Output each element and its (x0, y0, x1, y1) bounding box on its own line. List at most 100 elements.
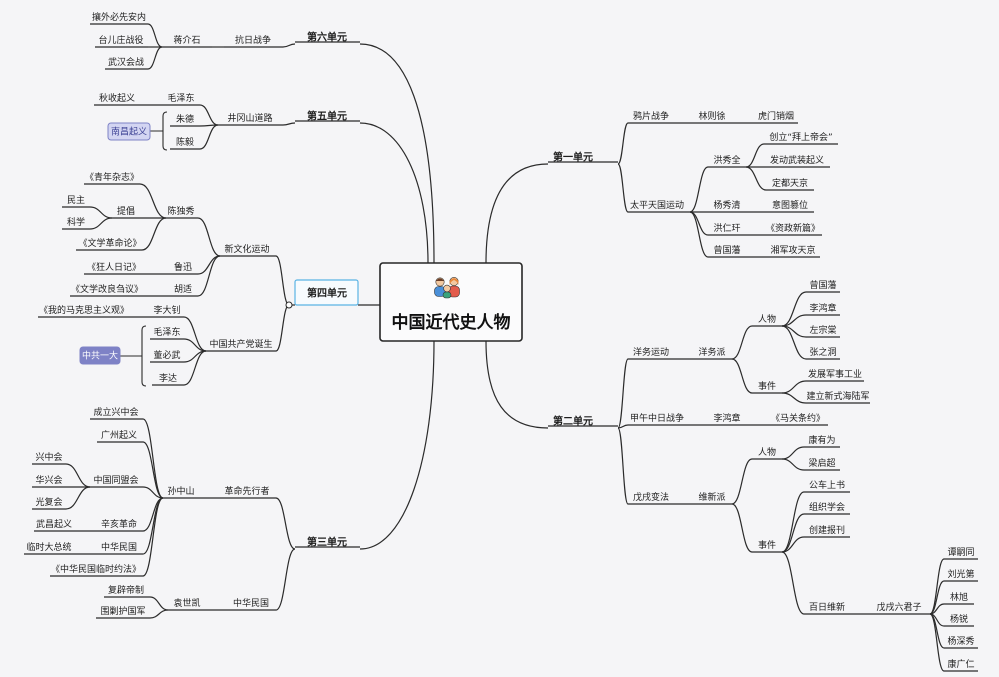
topic-level-2[interactable]: 洋务运动 (628, 346, 676, 360)
topic-level-3[interactable]: 陈独秀 (166, 205, 198, 219)
topic-level-3[interactable]: 李大钊 (150, 304, 184, 318)
topic-level-4[interactable]: 广州起义 (97, 429, 143, 443)
topic-level-3[interactable]: 毛泽东 (150, 326, 184, 340)
collapse-knob[interactable] (285, 301, 293, 309)
topic-level-2[interactable]: 革命先行者 (220, 485, 276, 499)
topic-level-3[interactable]: 胡适 (168, 283, 198, 297)
topic-level-4[interactable]: 复辟帝制 (104, 584, 150, 598)
topic-level-7[interactable]: 林旭 (944, 591, 974, 605)
topic-level-5[interactable]: 临时大总统 (24, 541, 74, 555)
topic-level-4[interactable]: 攘外必先安内 (90, 11, 148, 25)
topic-level-2[interactable]: 中华民国 (228, 597, 276, 611)
topic-level-4[interactable]: 事件 (752, 380, 782, 394)
topic-level-4[interactable]: 湘军攻天京 (766, 244, 820, 258)
topic-level-2[interactable]: 甲午中日战争 (628, 412, 690, 426)
topic-level-4[interactable]: 《青年杂志》 (84, 171, 140, 185)
topic-level-2[interactable]: 抗日战争 (224, 34, 283, 48)
topic-level-7[interactable]: 康广仁 (944, 658, 978, 672)
topic-level-4[interactable]: 《狂人日记》 (84, 262, 144, 275)
topic-level-4[interactable]: 《资政新篇》 (764, 222, 822, 236)
topic-level-7[interactable]: 谭嗣同 (944, 547, 978, 560)
topic-level-5[interactable]: 科学 (62, 216, 90, 230)
topic-level-5[interactable]: 武昌起义 (34, 518, 74, 532)
connector-line (183, 338, 207, 352)
central-topic[interactable]: 中国近代史人物 (379, 262, 523, 342)
topic-level-5[interactable]: 发展军事工业 (806, 368, 864, 382)
topic-level-3[interactable]: 曾国藩 (708, 244, 746, 258)
topic-level-3[interactable]: 蒋介石 (162, 34, 212, 48)
unit-topic[interactable]: 第三单元 (295, 536, 360, 549)
topic-level-4[interactable]: 发动武装起义 (766, 154, 830, 168)
topic-level-4[interactable]: 《我的马克思主义观》 (38, 304, 130, 318)
topic-level-4[interactable]: 人物 (752, 313, 782, 327)
topic-level-3[interactable]: 洋务派 (694, 346, 732, 360)
unit-topic[interactable]: 第六单元 (295, 31, 360, 44)
topic-level-2[interactable]: 井冈山道路 (218, 112, 283, 126)
topic-level-3[interactable]: 杨秀清 (708, 199, 746, 213)
topic-level-4[interactable]: 《中华民国临时约法》 (50, 563, 143, 577)
topic-level-2[interactable]: 鸦片战争 (628, 110, 676, 124)
topic-level-5[interactable]: 曾国藩 (806, 279, 840, 293)
topic-level-3[interactable]: 洪秀全 (708, 154, 746, 168)
topic-level-3[interactable]: 陈毅 (170, 136, 200, 150)
connector-line (149, 596, 169, 611)
topic-level-5[interactable]: 康有为 (804, 434, 840, 448)
topic-level-5[interactable]: 李鸿章 (806, 302, 840, 316)
topic-level-5[interactable]: 兴中会 (32, 451, 66, 465)
topic-level-4[interactable]: 辛亥革命 (97, 518, 143, 532)
topic-level-4[interactable]: 中国同盟会 (90, 474, 143, 488)
topic-level-3[interactable]: 李鸿章 (708, 412, 746, 426)
topic-level-3[interactable]: 维新派 (694, 491, 732, 505)
topic-level-5[interactable]: 公车上书 (804, 479, 850, 493)
topic-level-4[interactable]: 围剿护国军 (96, 605, 150, 619)
topic-level-4[interactable]: 人物 (752, 446, 782, 460)
topic-level-2[interactable]: 中国共产党诞生 (206, 338, 276, 352)
topic-level-4[interactable]: 《文学改良刍议》 (70, 283, 144, 297)
unit-topic[interactable]: 第一单元 (548, 151, 618, 164)
topic-level-7[interactable]: 刘光第 (944, 568, 978, 582)
topic-level-4[interactable]: 定都天京 (766, 177, 814, 191)
topic-level-5[interactable]: 梁启超 (804, 457, 840, 471)
topic-level-5[interactable]: 光复会 (32, 496, 66, 510)
topic-level-5[interactable]: 创建报刊 (804, 524, 850, 538)
unit-topic[interactable]: 第四单元 (294, 279, 359, 306)
topic-level-3[interactable]: 洪仁玕 (708, 222, 746, 236)
topic-level-4[interactable]: 提倡 (112, 205, 140, 219)
topic-level-4[interactable]: 创立“拜上帝会” (764, 131, 838, 145)
topic-level-4[interactable]: 事件 (752, 539, 782, 553)
topic-level-6[interactable]: 戊戌六君子 (868, 601, 930, 615)
topic-level-7[interactable]: 杨深秀 (944, 635, 978, 649)
topic-level-4[interactable]: 意图篡位 (766, 199, 814, 213)
topic-level-3[interactable]: 林则徐 (694, 110, 732, 124)
topic-level-4[interactable]: 《文学革命论》 (76, 237, 142, 251)
topic-level-3[interactable]: 鲁迅 (168, 261, 198, 275)
topic-level-3[interactable]: 董必武 (150, 349, 184, 363)
topic-level-3[interactable]: 朱德 (170, 113, 200, 127)
topic-level-3[interactable]: 李达 (152, 372, 184, 386)
topic-level-4[interactable]: 《马关条约》 (768, 412, 828, 426)
topic-level-4[interactable]: 中华民国 (97, 541, 143, 555)
topic-level-4[interactable]: 成立兴中会 (90, 406, 143, 420)
summary-first-party-congress[interactable]: 中共一大 (79, 325, 147, 387)
summary-nanchang-uprising[interactable]: 南昌起义 (107, 111, 168, 151)
topic-level-5[interactable]: 华兴会 (32, 474, 66, 488)
topic-level-3[interactable]: 袁世凯 (168, 597, 208, 611)
topic-level-4[interactable]: 台儿庄战役 (95, 34, 148, 48)
topic-level-4[interactable]: 秋收起义 (94, 92, 142, 106)
topic-level-2[interactable]: 戊戌变法 (628, 491, 676, 505)
topic-level-3[interactable]: 孙中山 (163, 485, 198, 499)
topic-level-2[interactable]: 新文化运动 (220, 243, 276, 257)
unit-topic[interactable]: 第二单元 (548, 415, 618, 428)
topic-level-4[interactable]: 武汉会战 (105, 56, 148, 70)
topic-level-5[interactable]: 建立新式海陆军 (806, 390, 870, 404)
topic-level-5[interactable]: 民主 (62, 194, 90, 208)
topic-level-5[interactable]: 组织学会 (804, 501, 850, 515)
topic-level-4[interactable]: 虎门销烟 (754, 110, 798, 124)
unit-topic[interactable]: 第五单元 (295, 110, 360, 123)
topic-level-2[interactable]: 太平天国运动 (628, 199, 690, 213)
topic-level-7[interactable]: 杨锐 (944, 613, 974, 627)
topic-level-5[interactable]: 张之洞 (806, 346, 840, 360)
topic-level-3[interactable]: 毛泽东 (163, 92, 200, 106)
topic-level-5[interactable]: 左宗棠 (806, 324, 840, 338)
topic-level-5[interactable]: 百日维新 (804, 601, 850, 615)
